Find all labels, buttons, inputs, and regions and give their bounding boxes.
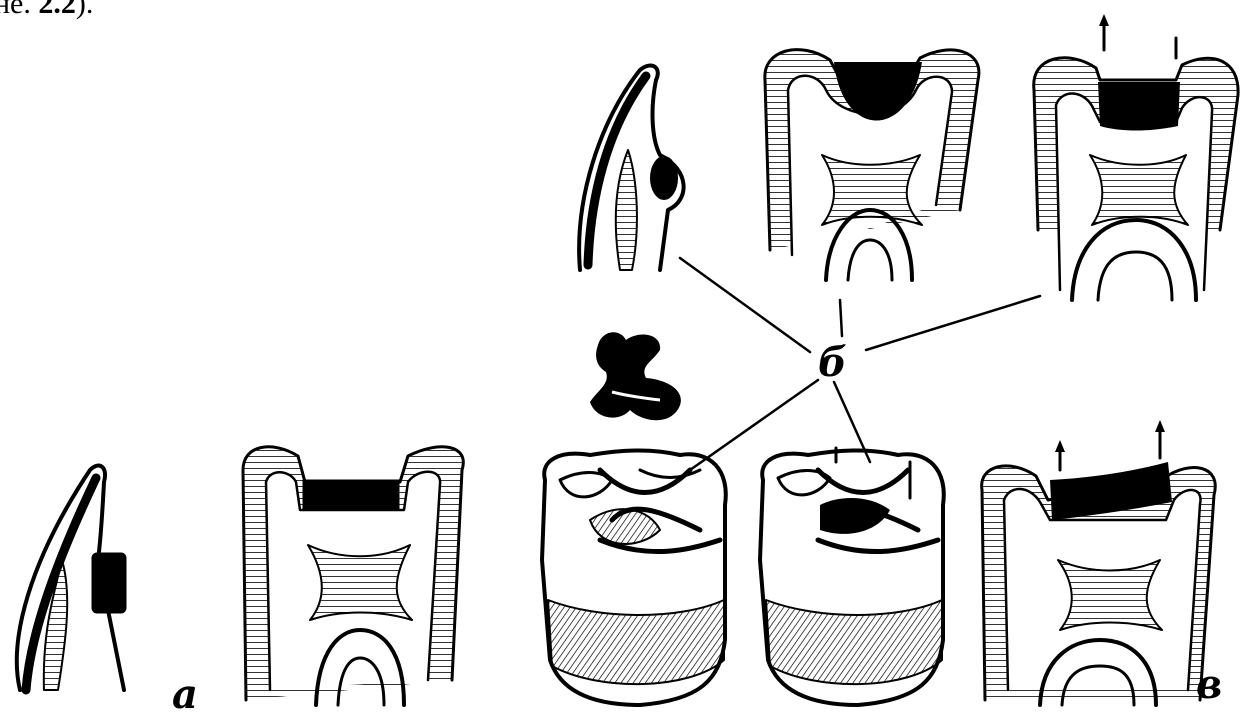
filling-approximal	[650, 156, 678, 200]
caption-ref: 2.2	[38, 0, 76, 20]
tooth-a-incisor	[17, 466, 126, 690]
tooth-b-molar-inlay	[1034, 14, 1238, 300]
tooth-b-3d-molar-left	[542, 450, 726, 705]
filling-class-v	[92, 553, 126, 613]
filling-occlusal	[303, 480, 399, 510]
tooth-v-molar	[982, 420, 1216, 705]
caption-prefix: не.	[0, 0, 38, 20]
label-a: а	[172, 671, 198, 714]
arrow-up-icon-head	[1099, 14, 1109, 26]
tooth-b-3d-molar-right	[760, 448, 944, 705]
loose-inlay	[590, 332, 681, 420]
tooth-b-molar	[765, 50, 979, 280]
inlay-b	[1098, 82, 1180, 131]
tooth-b-incisor	[579, 65, 683, 270]
caption-fragment: не. 2.2).	[0, 0, 93, 20]
label-b: б	[818, 339, 847, 386]
leader-lines	[680, 258, 1040, 470]
caption-suffix: ).	[76, 0, 94, 20]
label-v: в	[1196, 661, 1222, 708]
tooth-a-molar	[243, 447, 463, 705]
